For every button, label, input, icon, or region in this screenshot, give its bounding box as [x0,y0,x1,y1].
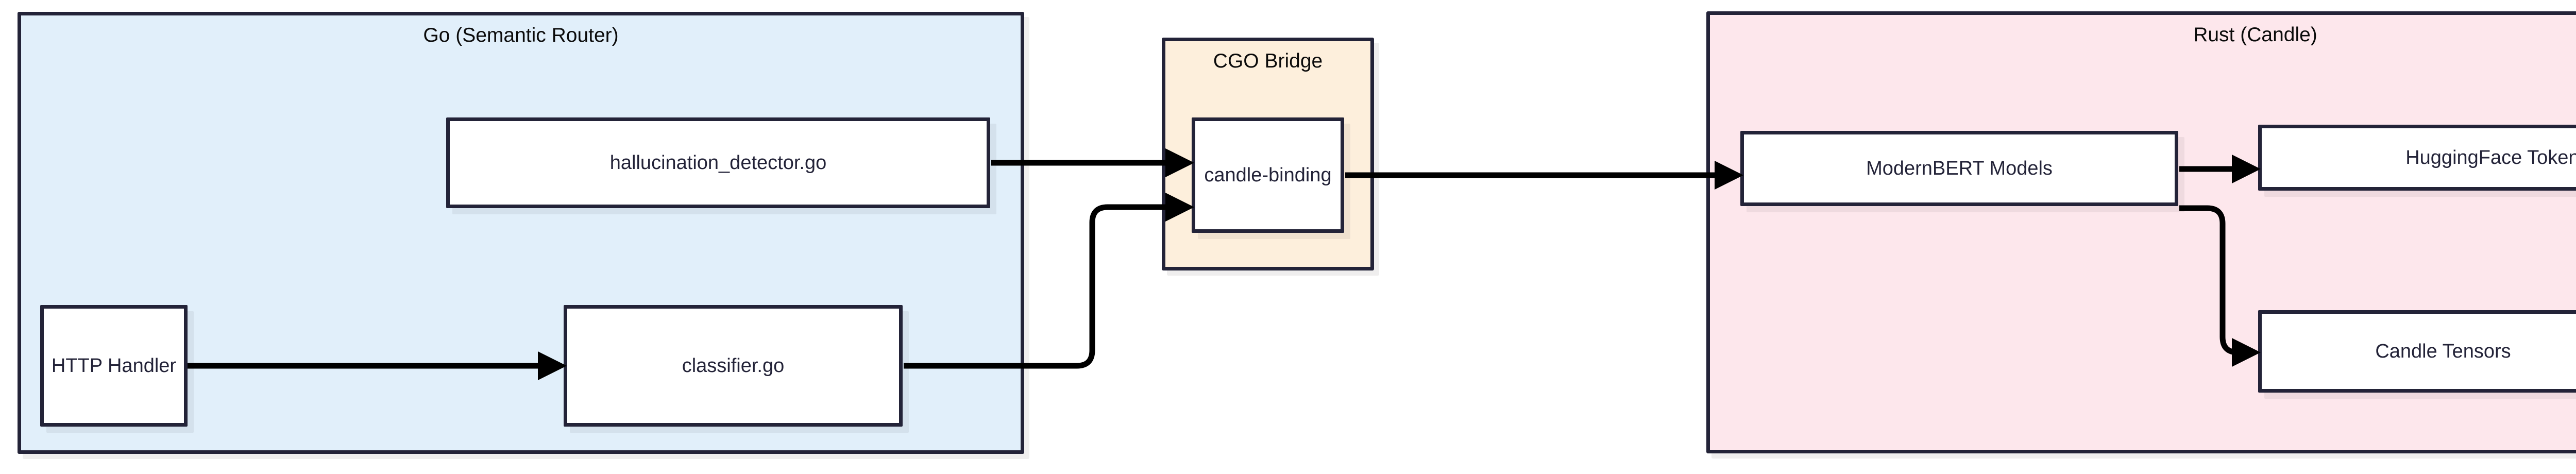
cluster-cgo-title: CGO Bridge [1213,50,1323,72]
node-http-handler-label: HTTP Handler [51,355,177,377]
edge-candle-binding-to-modernbert [1345,161,1743,190]
cluster-rust-title: Rust (Candle) [2193,24,2317,46]
node-modernbert-models-label: ModernBERT Models [1866,158,2053,179]
node-candle-binding[interactable]: candle-binding [1192,117,1344,233]
node-modernbert-models[interactable]: ModernBERT Models [1740,131,2178,206]
cluster-go-title: Go (Semantic Router) [423,24,619,46]
node-huggingface-tokenizers-label: HuggingFace Tokenizers [2405,147,2576,168]
node-hallucination-detector[interactable]: hallucination_detector.go [446,117,990,208]
node-classifier-go-label: classifier.go [682,355,785,377]
node-hallucination-detector-label: hallucination_detector.go [609,152,827,174]
node-http-handler[interactable]: HTTP Handler [40,305,188,427]
node-candle-binding-label: candle-binding [1204,164,1332,186]
node-classifier-go[interactable]: classifier.go [564,305,903,427]
node-huggingface-tokenizers[interactable]: HuggingFace Tokenizers [2258,125,2576,191]
node-candle-tensors[interactable]: Candle Tensors [2258,310,2576,393]
node-candle-tensors-label: Candle Tensors [2375,341,2511,362]
